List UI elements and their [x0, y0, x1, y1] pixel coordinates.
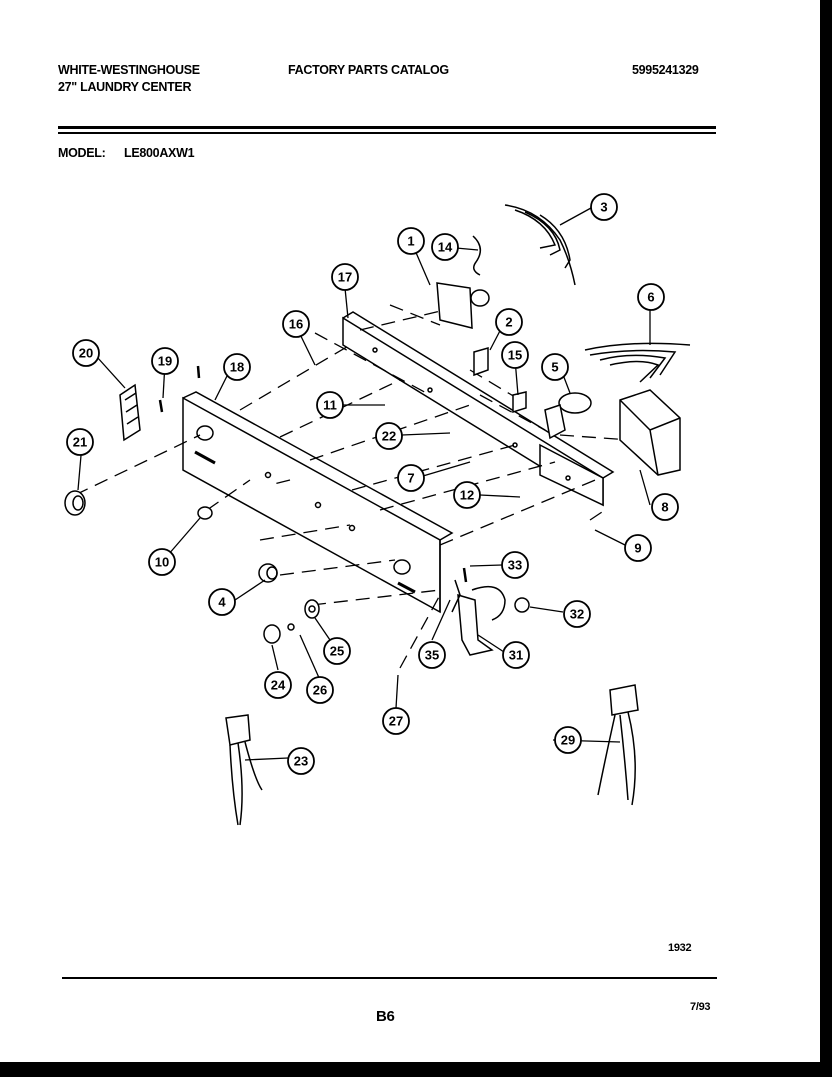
callout-20: 20: [72, 339, 100, 367]
callout-1: 1: [397, 227, 425, 255]
callout-22: 22: [375, 422, 403, 450]
callout-6: 6: [637, 283, 665, 311]
callout-11: 11: [316, 391, 344, 419]
svg-text:22: 22: [382, 429, 396, 444]
svg-text:10: 10: [155, 555, 169, 570]
svg-text:12: 12: [460, 488, 474, 503]
catalog-number: 5995241329: [632, 63, 699, 77]
svg-text:23: 23: [294, 754, 308, 769]
catalog-page: WHITE-WESTINGHOUSE 27" LAUNDRY CENTER FA…: [0, 0, 820, 1062]
svg-text:18: 18: [230, 360, 244, 375]
svg-text:14: 14: [438, 240, 453, 255]
callout-5: 5: [541, 353, 569, 381]
callout-31: 31: [502, 641, 530, 669]
revision-date: 7/93: [690, 1001, 711, 1013]
callout-8: 8: [651, 493, 679, 521]
callout-10: 10: [148, 548, 176, 576]
callout-29: 29: [554, 726, 582, 754]
svg-text:4: 4: [218, 595, 226, 610]
svg-text:5: 5: [551, 360, 558, 375]
brand-name: WHITE-WESTINGHOUSE: [58, 63, 200, 77]
svg-text:26: 26: [313, 683, 327, 698]
svg-text:15: 15: [508, 348, 522, 363]
svg-text:9: 9: [634, 541, 641, 556]
callout-12: 12: [453, 481, 481, 509]
svg-text:7: 7: [407, 471, 414, 486]
callout-16: 16: [282, 310, 310, 338]
svg-text:32: 32: [570, 607, 584, 622]
svg-text:11: 11: [323, 398, 337, 413]
model-number: LE800AXW1: [124, 146, 195, 160]
callout-27: 27: [382, 707, 410, 735]
header-rule-top: [58, 126, 716, 129]
product-line: 27" LAUNDRY CENTER: [58, 80, 192, 94]
svg-text:16: 16: [289, 317, 303, 332]
svg-text:3: 3: [600, 200, 607, 215]
callout-18: 18: [223, 353, 251, 381]
callout-21: 21: [66, 428, 94, 456]
svg-text:6: 6: [647, 290, 654, 305]
callout-15: 15: [501, 341, 529, 369]
callout-26: 26: [306, 676, 334, 704]
svg-text:20: 20: [79, 346, 93, 361]
svg-text:19: 19: [158, 354, 172, 369]
svg-text:35: 35: [425, 648, 439, 663]
callout-19: 19: [151, 347, 179, 375]
callout-17: 17: [331, 263, 359, 291]
model-label: MODEL:: [58, 146, 106, 160]
footer-rule: [62, 977, 717, 979]
callout-23: 23: [287, 747, 315, 775]
callout-9: 9: [624, 534, 652, 562]
figure-number: 1932: [668, 942, 692, 954]
exploded-parts-diagram: 1 2 3 4 5 6 7 8 9 10 11 12 14 15 16 17 1…: [64, 193, 691, 826]
callout-7: 7: [397, 464, 425, 492]
svg-text:33: 33: [508, 558, 522, 573]
callout-33: 33: [501, 551, 529, 579]
callout-2: 2: [495, 308, 523, 336]
callout-14: 14: [431, 233, 459, 261]
catalog-title: FACTORY PARTS CATALOG: [288, 63, 449, 77]
page-number: B6: [376, 1008, 395, 1025]
callout-3: 3: [590, 193, 618, 221]
svg-text:27: 27: [389, 714, 403, 729]
svg-text:25: 25: [330, 644, 344, 659]
callout-4: 4: [208, 588, 236, 616]
callout-25: 25: [323, 637, 351, 665]
svg-text:1: 1: [407, 234, 414, 249]
svg-text:31: 31: [509, 648, 523, 663]
svg-text:21: 21: [73, 435, 87, 450]
svg-text:24: 24: [271, 678, 286, 693]
svg-text:2: 2: [505, 315, 512, 330]
svg-text:29: 29: [561, 733, 575, 748]
callout-35: 35: [418, 641, 446, 669]
callout-32: 32: [563, 600, 591, 628]
svg-text:17: 17: [338, 270, 352, 285]
header-rule-bottom: [58, 132, 716, 134]
svg-text:8: 8: [661, 500, 668, 515]
callout-24: 24: [264, 671, 292, 699]
